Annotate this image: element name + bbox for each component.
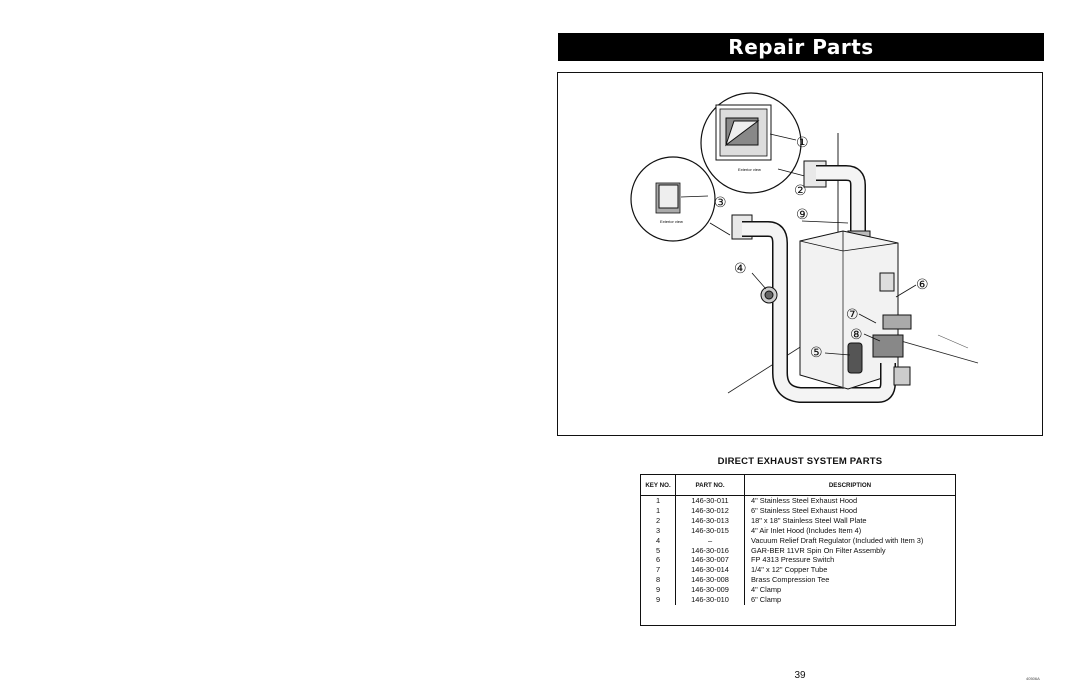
part-no-cell: 146-30-008 [675,575,745,586]
description-cell: Brass Compression Tee [751,575,830,585]
part-no-cell: 146-30-013 [675,515,745,526]
description-cell: Vacuum Relief Draft Regulator (Included … [751,535,924,545]
page-title-banner: Repair Parts [558,33,1044,61]
callout-2: ② [794,183,807,199]
part-no-cell: 146-30-016 [675,545,745,556]
callout-5: ⑤ [810,345,823,361]
description-cell: 6" Clamp [751,595,782,605]
part-no-cell: 146-30-007 [675,555,745,566]
key-no-cell: 1 [641,495,676,506]
key-no-cell: 8 [641,575,676,586]
key-no-cell: 4 [641,535,676,546]
part-no-cell: 146-30-009 [675,585,745,596]
part-no-cell: 146-30-015 [675,525,745,536]
description-cell: GAR-BER 11VR Spin On Filter Assembly [751,545,886,555]
parts-table-title: DIRECT EXHAUST SYSTEM PARTS [717,456,883,467]
column-header-description: DESCRIPTION [744,475,955,496]
upper-inset-caption: Exterior view [738,167,761,172]
callout-6: ⑥ [916,277,929,293]
description-cell: 4" Clamp [751,585,782,595]
upper-inset-magnifier: Exterior view [700,92,817,194]
lower-inset-magnifier: Exterior view [630,156,731,242]
column-header-part-no: PART NO. [675,475,745,496]
part-no-cell: 146-30-011 [675,495,745,506]
document-code: 40506A [1026,676,1040,681]
lower-inset-caption: Exterior view [660,219,683,224]
description-cell: 1/4" x 12" Copper Tube [751,565,828,575]
exhaust-system-diagram: Exterior view Exterior view [557,72,1043,436]
key-no-cell: 7 [641,565,676,576]
description-cell: FP 4313 Pressure Switch [751,555,835,565]
callout-3: ③ [714,195,727,211]
callout-1: ① [796,135,809,151]
key-no-cell: 3 [641,525,676,536]
part-no-cell: 146-30-012 [675,505,745,516]
page-number: 39 [794,670,806,681]
table-header-row: KEY NO. PART NO. DESCRIPTION [641,475,955,496]
callout-7: ⑦ [846,307,859,323]
key-no-cell: 9 [641,595,676,605]
key-no-cell: 5 [641,545,676,556]
part-no-cell: 146-30-010 [675,595,745,605]
description-cell: 6" Stainless Steel Exhaust Hood [751,505,858,515]
callout-8: ⑧ [850,327,863,343]
column-header-key-no: KEY NO. [641,475,676,496]
description-cell: 4" Air Inlet Hood (Includes Item 4) [751,525,862,535]
table-row: 4–Vacuum Relief Draft Regulator (Include… [641,535,955,546]
key-no-cell: 1 [641,505,676,516]
callout-9: ⑨ [796,207,809,223]
description-cell: 4" Stainless Steel Exhaust Hood [751,496,858,505]
key-no-cell: 9 [641,585,676,596]
description-cell: 18" x 18" Stainless Steel Wall Plate [751,515,867,525]
callout-4: ④ [734,261,747,277]
part-no-cell: – [675,535,745,546]
exhaust-system-illustration: Exterior view Exterior view [630,92,979,403]
part-no-cell: 146-30-014 [675,565,745,576]
key-no-cell: 6 [641,555,676,566]
key-no-cell: 2 [641,515,676,526]
